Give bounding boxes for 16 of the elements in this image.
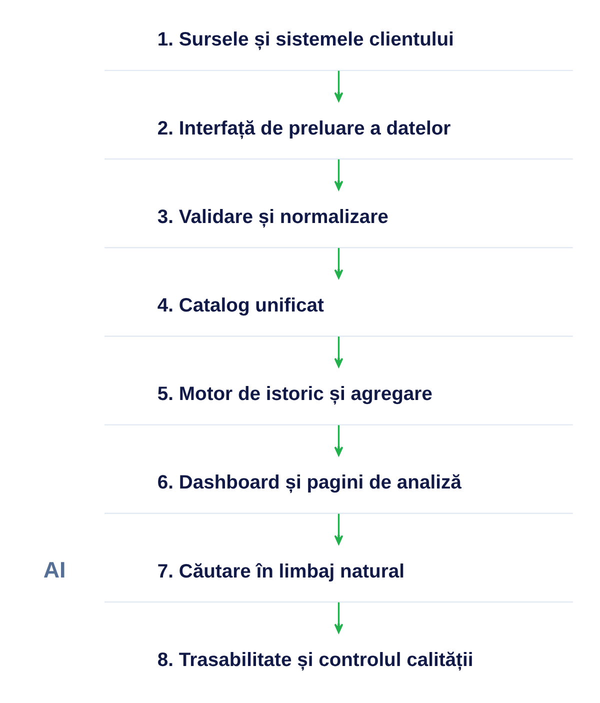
node-text: 1. Sursele și sistemele clientului [157, 28, 454, 51]
arrow [334, 336, 344, 368]
node-text: 5. Motor de istoric și agregare [157, 383, 432, 406]
node-text: 2. Interfață de preluare a datelor [157, 117, 451, 140]
node-text: 8. Trasabilitate și controlul calității [157, 648, 474, 671]
arrow [334, 425, 344, 456]
node-text: 7. Căutare în limbaj natural [157, 560, 404, 582]
node-text: 6. Dashboard și pagini de analiză [157, 472, 462, 494]
arrow [334, 602, 344, 634]
label: AI [43, 558, 66, 583]
arrow [334, 248, 344, 279]
node-text: 4. Catalog unificat [157, 294, 324, 316]
arrow [334, 159, 344, 190]
node-text: 3. Validare și normalizare [157, 206, 388, 228]
arrow [334, 514, 344, 545]
arrow [334, 70, 344, 102]
